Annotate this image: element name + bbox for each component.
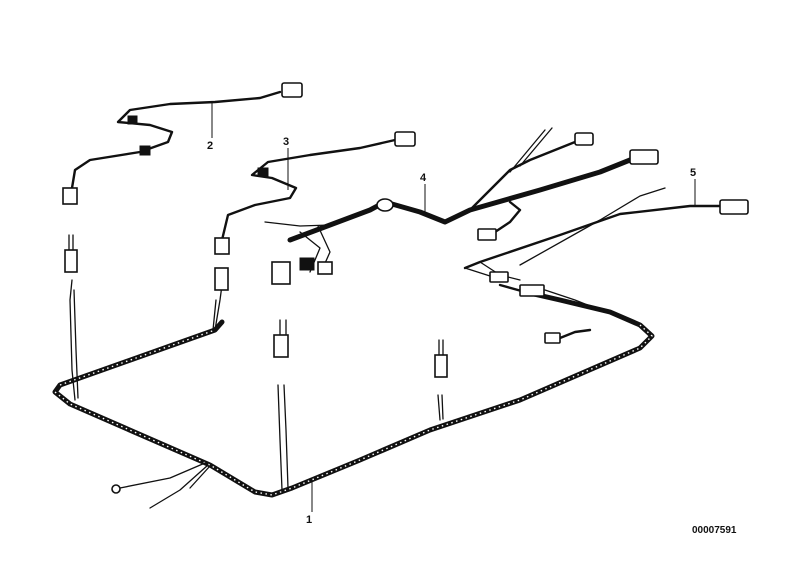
connector-icon	[574, 132, 594, 146]
plug-connector-icon	[214, 267, 229, 291]
main-harness-loop	[52, 279, 655, 509]
plug-connector-icon	[434, 354, 448, 378]
harness-5	[463, 187, 749, 311]
connector-icon	[62, 187, 78, 205]
connector-icon	[394, 131, 416, 147]
harness-2	[62, 82, 303, 205]
clip-icon	[257, 167, 269, 177]
callout-2: 2	[207, 103, 213, 152]
connector-icon	[477, 228, 497, 241]
callout-1: 1	[306, 480, 313, 526]
plug-connector-icon	[271, 261, 291, 285]
callout-3: 3	[283, 136, 289, 190]
relay-icon	[299, 257, 315, 271]
plug-connector-icon	[273, 334, 289, 358]
harness-4	[264, 127, 659, 285]
connector-icon	[629, 149, 659, 165]
callout-5: 5	[690, 167, 696, 206]
harness-3	[214, 131, 416, 255]
connector-icon	[544, 332, 561, 344]
clip-icon	[139, 145, 151, 156]
connector-icon	[317, 261, 333, 275]
callout-label: 2	[207, 140, 213, 152]
connector-icon	[489, 271, 509, 283]
drop-connectors	[64, 234, 448, 378]
plug-connector-icon	[64, 249, 78, 273]
ground-eyelet-icon	[111, 484, 121, 494]
connector-icon	[281, 82, 303, 98]
grommet-icon	[376, 198, 394, 212]
connector-icon	[214, 237, 230, 255]
callout-label: 5	[690, 167, 696, 179]
clip-icon	[127, 115, 138, 125]
connector-icon	[719, 199, 749, 215]
callout-label: 1	[306, 514, 312, 526]
callout-label: 4	[420, 172, 427, 184]
callout-4: 4	[420, 172, 427, 214]
callout-label: 3	[283, 136, 289, 148]
connector-icon	[519, 284, 545, 297]
diagram-id: 00007591	[692, 525, 737, 536]
